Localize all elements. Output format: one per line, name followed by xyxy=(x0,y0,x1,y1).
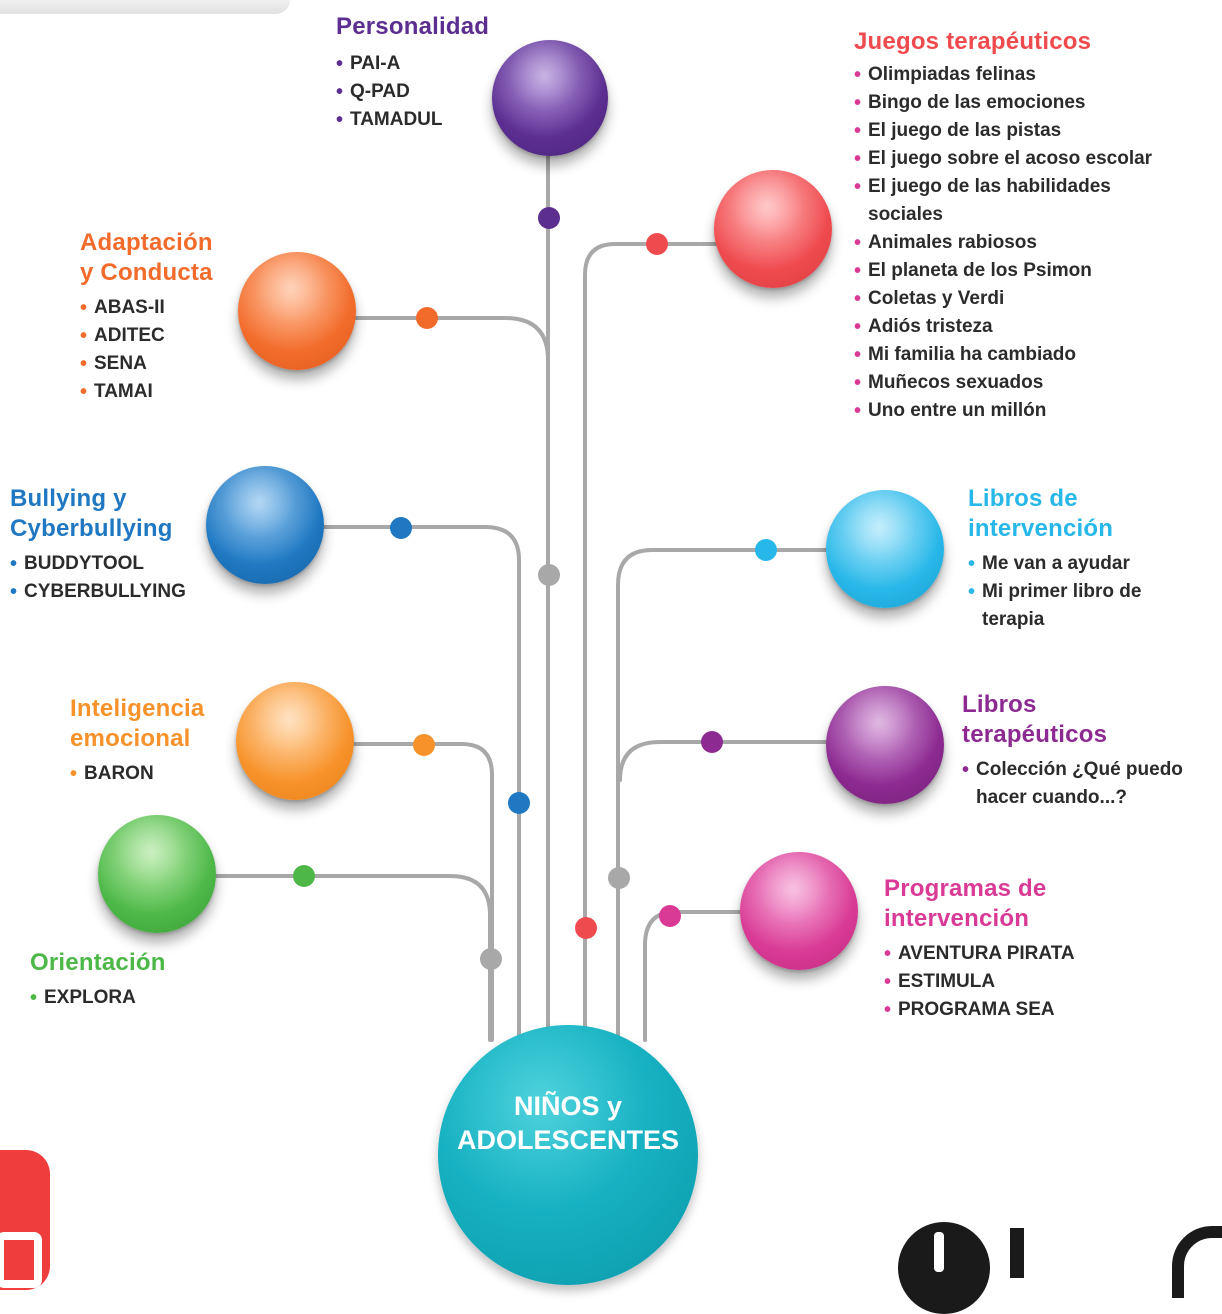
list-item: Adiós tristeza xyxy=(854,313,1152,341)
node-dot-inteligencia xyxy=(413,734,435,756)
brand-logo-icon xyxy=(898,1222,990,1314)
group-title: Orientación xyxy=(30,949,166,976)
node-dot-libros-intervencion xyxy=(755,539,777,561)
group-title: Bullying y Cyberbullying xyxy=(10,485,173,542)
connector-lines xyxy=(212,148,830,1042)
list-item: PROGRAMA SEA xyxy=(884,996,1075,1024)
list-item: EXPLORA xyxy=(30,984,166,1012)
group-bullying: Bullying y Cyberbullying BUDDYTOOL CYBER… xyxy=(10,484,186,606)
junction-dot-3 xyxy=(608,867,630,889)
node-dot-adaptacion xyxy=(416,307,438,329)
list-item: ADITEC xyxy=(80,322,213,350)
group-libros-intervencion: Libros de intervención Me van a ayudar M… xyxy=(968,484,1141,634)
item-list: AVENTURA PIRATA ESTIMULA PROGRAMA SEA xyxy=(884,940,1075,1024)
list-item: SENA xyxy=(80,350,213,378)
list-item: BUDDYTOOL xyxy=(10,550,186,578)
list-item: El juego sobre el acoso escolar xyxy=(854,145,1152,173)
list-item: Animales rabiosos xyxy=(854,229,1152,257)
top-decorative-bar xyxy=(0,0,290,14)
item-list: BUDDYTOOL CYBERBULLYING xyxy=(10,550,186,606)
group-title: Personalidad xyxy=(336,13,490,40)
group-adaptacion: Adaptación y Conducta ABAS-II ADITEC SEN… xyxy=(80,228,213,406)
list-item: Muñecos sexuados xyxy=(854,369,1152,397)
list-item: PAI-A xyxy=(336,50,489,78)
bubble-libros-intervencion xyxy=(826,490,944,608)
connector-adaptacion xyxy=(348,316,550,362)
list-item: El juego de las pistas xyxy=(854,117,1152,145)
connector-libros-terapeuticos xyxy=(618,740,830,782)
bubble-adaptacion xyxy=(238,252,356,370)
node-dot-orientacion xyxy=(293,865,315,887)
item-list: BARON xyxy=(70,760,204,788)
list-item: AVENTURA PIRATA xyxy=(884,940,1075,968)
logo-mark-icon xyxy=(934,1232,944,1272)
item-list: ABAS-II ADITEC SENA TAMAI xyxy=(80,294,213,406)
group-title: Juegos terapéuticos xyxy=(854,28,1092,55)
node-dot-bullying xyxy=(390,517,412,539)
center-label: NIÑOS y ADOLESCENTES xyxy=(438,1089,698,1157)
center-circle: NIÑOS y ADOLESCENTES xyxy=(438,1025,698,1285)
bubble-personalidad xyxy=(492,40,608,156)
brand-logo-letter-icon xyxy=(1010,1228,1024,1278)
connector-bullying xyxy=(320,525,521,1042)
list-item: Q-PAD xyxy=(336,78,489,106)
connector-inteligencia xyxy=(350,742,494,1042)
node-dot-personalidad xyxy=(538,207,560,229)
list-item: El planeta de los Psimon xyxy=(854,257,1152,285)
bubble-bullying xyxy=(206,466,324,584)
list-item: TAMAI xyxy=(80,378,213,406)
item-list: PAI-A Q-PAD TAMADUL xyxy=(336,50,489,134)
list-item: Bingo de las emociones xyxy=(854,89,1152,117)
center-label-line1: NIÑOS y xyxy=(513,1091,623,1121)
list-item: BARON xyxy=(70,760,204,788)
connector-orientacion xyxy=(212,874,492,1042)
list-item: Uno entre un millón xyxy=(854,397,1152,425)
node-dot-libros-terapeuticos xyxy=(701,731,723,753)
list-item: Mi familia ha cambiado xyxy=(854,341,1152,369)
item-list: Olimpiadas felinas Bingo de las emocione… xyxy=(854,61,1152,425)
list-item: CYBERBULLYING xyxy=(10,578,186,606)
node-dot-programas xyxy=(659,905,681,927)
group-title: Programas de intervención xyxy=(884,875,1047,932)
connector-libros-intervencion xyxy=(616,548,828,1042)
list-item: ESTIMULA xyxy=(884,968,1075,996)
item-list: Me van a ayudar Mi primer libro deterapi… xyxy=(968,550,1141,634)
junction-dot-2 xyxy=(508,792,530,814)
bubble-programas xyxy=(740,852,858,970)
junction-dot-5 xyxy=(575,917,597,939)
logo-mark-icon xyxy=(0,1232,42,1288)
connector-programas xyxy=(643,910,744,1042)
junction-dot-1 xyxy=(538,564,560,586)
list-item: Me van a ayudar xyxy=(968,550,1141,578)
group-programas: Programas de intervención AVENTURA PIRAT… xyxy=(884,874,1075,1024)
group-title: Libros de intervención xyxy=(968,485,1114,542)
group-inteligencia: Inteligencia emocional BARON xyxy=(70,694,204,788)
publisher-logo-icon xyxy=(0,1150,50,1290)
node-dot-juegos xyxy=(646,233,668,255)
group-title: Libros terapéuticos xyxy=(962,691,1108,748)
list-item: ABAS-II xyxy=(80,294,213,322)
bubble-juegos xyxy=(714,170,832,288)
group-title: Adaptación y Conducta xyxy=(80,229,213,286)
item-list: EXPLORA xyxy=(30,984,166,1012)
connector-juegos xyxy=(583,242,718,1042)
bubble-libros-terapeuticos xyxy=(826,686,944,804)
group-personalidad: Personalidad PAI-A Q-PAD TAMADUL xyxy=(336,12,489,134)
bubble-orientacion xyxy=(98,815,216,933)
center-label-line2: ADOLESCENTES xyxy=(456,1125,680,1155)
list-item: TAMADUL xyxy=(336,106,489,134)
bubble-inteligencia xyxy=(236,682,354,800)
junction-dot-4 xyxy=(480,948,502,970)
list-item: Coletas y Verdi xyxy=(854,285,1152,313)
group-juegos: Juegos terapéuticos Olimpiadas felinas B… xyxy=(854,27,1152,425)
group-libros-terapeuticos: Libros terapéuticos Colección ¿Qué puedo… xyxy=(962,690,1183,812)
group-title: Inteligencia emocional xyxy=(70,695,205,752)
list-item: Olimpiadas felinas xyxy=(854,61,1152,89)
group-orientacion: Orientación EXPLORA xyxy=(30,948,166,1012)
